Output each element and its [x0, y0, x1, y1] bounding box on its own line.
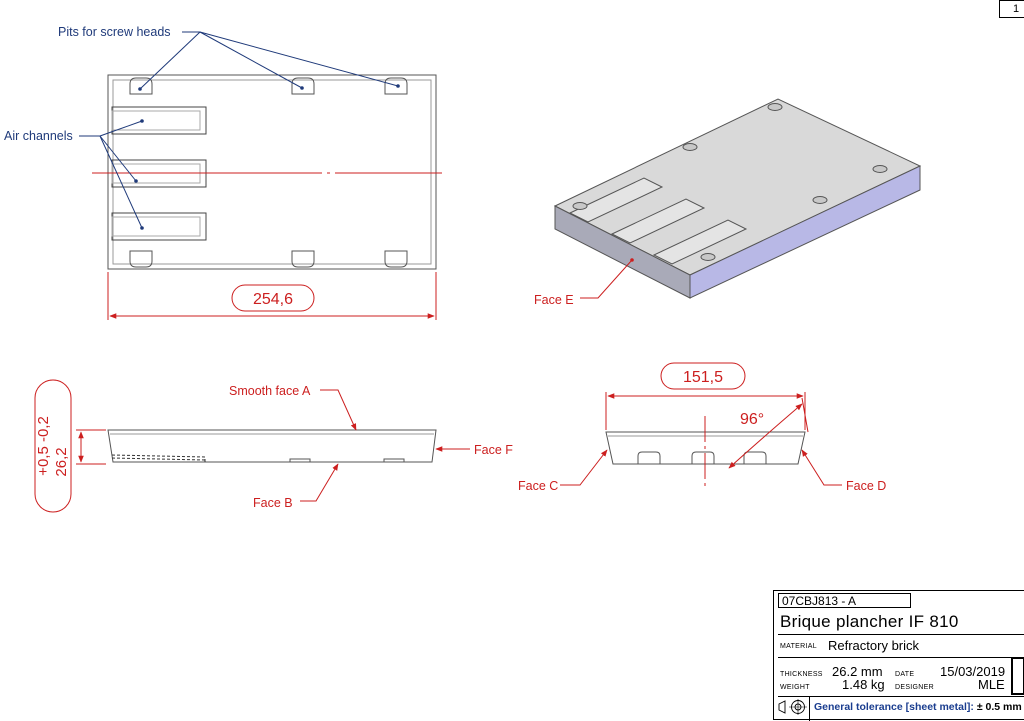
date-field: 15/03/2019	[940, 664, 1006, 679]
thickness-value: 26,2	[53, 447, 70, 476]
face-b-leader	[300, 463, 339, 502]
angle-value: 96°	[740, 411, 764, 428]
length-dimension-value: 254,6	[253, 291, 293, 308]
revision-box	[1011, 657, 1024, 695]
face-c-callout: Face C	[518, 479, 558, 493]
date-label: DATE	[895, 671, 915, 678]
drawing-title: Brique plancher IF 810	[780, 612, 959, 631]
top-view-inner-outline	[112, 79, 432, 265]
smooth-face-a-callout: Smooth face A	[229, 384, 311, 398]
weight-label: WEIGHT	[780, 684, 810, 691]
iso-pit	[812, 196, 828, 204]
iso-pit	[700, 253, 716, 261]
iso-pit	[572, 202, 588, 210]
iso-pit	[872, 165, 888, 173]
general-tolerance: General tolerance [sheet metal]: ± 0.5 m…	[814, 701, 1022, 713]
designer-label: DESIGNER	[895, 684, 934, 691]
pit	[384, 77, 408, 95]
thickness-label: THICKNESS	[780, 671, 823, 678]
air-channel-1-inner	[111, 110, 201, 131]
general-tolerance-label: General tolerance [sheet metal]:	[814, 701, 974, 713]
face-f-callout: Face F	[474, 443, 513, 457]
material-label: MATERIAL	[780, 643, 817, 650]
face-d-callout: Face D	[846, 479, 886, 493]
iso-channel-1	[568, 177, 664, 223]
title-block: 07CBJ813 - A Brique plancher IF 810 MATE…	[773, 590, 1024, 721]
iso-channel-2	[610, 198, 706, 244]
iso-end-face	[689, 165, 921, 299]
pit	[129, 77, 153, 95]
iso-channel-3	[652, 219, 748, 265]
iso-pit	[682, 143, 698, 151]
face-c-leader	[560, 449, 608, 486]
front-view-outline	[107, 429, 437, 463]
thickness-dimension	[34, 379, 106, 513]
thickness-tolerance: +0,5 -0,2	[35, 416, 52, 476]
air-channels-leaders	[79, 120, 143, 229]
air-channel-3-inner	[111, 216, 201, 237]
pits-leaders	[139, 31, 399, 90]
face-d-leader	[801, 449, 842, 486]
pits-callout: Pits for screw heads	[58, 25, 171, 39]
front-view	[107, 429, 437, 463]
length-dimension	[107, 272, 437, 320]
angle-arc	[728, 403, 803, 469]
designer-field: MLE	[978, 677, 1005, 692]
general-tolerance-value: ± 0.5 mm	[976, 701, 1022, 713]
isometric-view	[553, 98, 922, 299]
pit	[291, 250, 315, 268]
pit	[291, 77, 315, 95]
width-dimension-value: 151,5	[683, 369, 723, 386]
smooth-face-a-leader	[320, 389, 357, 431]
weight-field: 1.48 kg	[842, 677, 885, 692]
top-view	[107, 74, 437, 270]
top-view-outline	[107, 74, 437, 270]
pit	[384, 250, 408, 268]
projection-symbol-icon	[778, 699, 807, 715]
material-value: Refractory brick	[828, 638, 920, 653]
width-dimension	[605, 362, 806, 430]
thickness-field: 26.2 mm	[832, 664, 883, 679]
face-b-callout: Face B	[253, 496, 293, 510]
face-e-leader	[580, 259, 633, 299]
drawing-reference: 07CBJ813 - A	[778, 593, 911, 608]
sheet-number: 1	[999, 0, 1024, 18]
air-channels-callout: Air channels	[4, 129, 73, 143]
face-e-callout: Face E	[534, 293, 574, 307]
pit	[129, 250, 153, 268]
iso-pit	[767, 103, 783, 111]
